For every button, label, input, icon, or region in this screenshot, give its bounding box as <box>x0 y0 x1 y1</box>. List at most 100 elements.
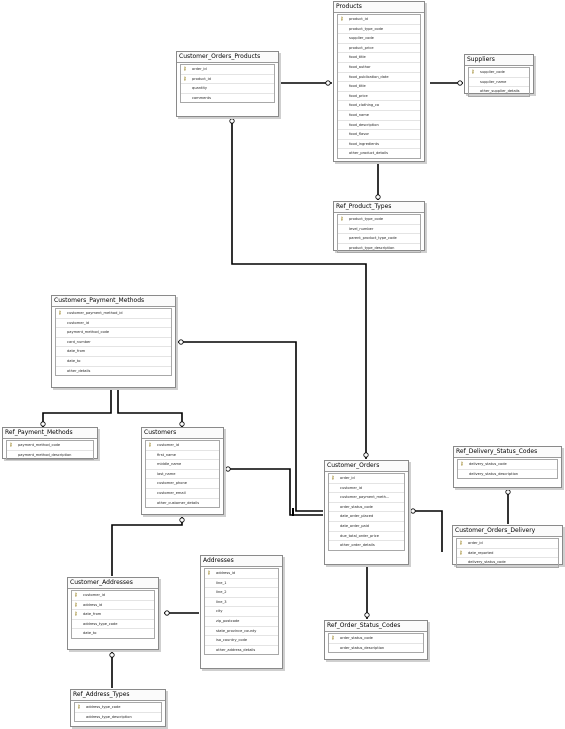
link-customers-customer-orders[interactable] <box>225 468 323 516</box>
field-row[interactable]: iso_country_code <box>205 636 278 646</box>
field-row[interactable]: order_status_description <box>329 644 423 653</box>
field-row[interactable]: food_author <box>338 63 420 73</box>
field-row[interactable]: other_details <box>56 367 171 376</box>
link-cpm-customer-orders[interactable] <box>178 341 323 512</box>
field-row[interactable]: food_publication_date <box>338 73 420 83</box>
field-row[interactable]: ⚷address_type_code <box>75 703 161 713</box>
field-row[interactable]: food_name <box>338 111 420 121</box>
field-row[interactable]: product_type_code <box>338 25 420 35</box>
table-customer-orders-delivery[interactable]: Customer_Orders_Delivery ⚷order_id⚷date_… <box>452 525 563 568</box>
field-row[interactable]: date_to <box>56 357 171 367</box>
table-ref-order-status-codes[interactable]: Ref_Order_Status_Codes ⚷order_status_cod… <box>324 620 428 660</box>
field-row[interactable]: address_type_code <box>72 620 154 630</box>
field-row[interactable]: parent_product_type_code <box>338 234 420 244</box>
field-row[interactable]: delivery_status_code <box>457 558 558 567</box>
field-row[interactable]: card_number <box>56 338 171 348</box>
field-row[interactable]: ⚷address_id <box>72 601 154 611</box>
field-row[interactable]: ⚷supplier_code <box>469 68 529 78</box>
field-row[interactable]: supplier_code <box>338 34 420 44</box>
field-row[interactable]: line_3 <box>205 598 278 608</box>
field-row[interactable]: ⚷customer_id <box>72 591 154 601</box>
field-row[interactable]: delivery_status_description <box>458 470 557 479</box>
link-cpm-ref-payment-methods[interactable] <box>42 389 112 427</box>
field-row[interactable]: due_total_order_price <box>329 532 404 542</box>
link-customer-orders-delivery[interactable] <box>410 510 443 552</box>
field-row[interactable]: ⚷product_type_code <box>338 215 420 225</box>
field-row[interactable]: customer_id <box>329 484 404 494</box>
field-row[interactable]: other_product_details <box>338 149 420 158</box>
field-row[interactable]: food_title <box>338 53 420 63</box>
field-row[interactable]: level_number <box>338 225 420 235</box>
field-row[interactable]: ⚷order_status_code <box>329 634 423 644</box>
field-row[interactable]: food_description <box>338 121 420 131</box>
field-row[interactable]: middle_name <box>146 460 219 470</box>
link-cpm-customers[interactable] <box>117 389 183 427</box>
field-row[interactable]: food_clothing_co <box>338 101 420 111</box>
field-row[interactable]: customer_id <box>56 319 171 329</box>
field-row[interactable]: address_type_description <box>75 713 161 722</box>
field-row[interactable]: ⚷delivery_status_code <box>458 460 557 470</box>
field-row[interactable]: customer_phone <box>146 479 219 489</box>
field-row[interactable]: date_order_placed <box>329 512 404 522</box>
field-row[interactable]: product_price <box>338 44 420 54</box>
field-row[interactable]: supplier_name <box>469 78 529 88</box>
field-row[interactable]: quantity <box>181 84 274 94</box>
field-row[interactable]: ⚷order_id <box>457 539 558 549</box>
field-row[interactable]: date_to <box>72 629 154 638</box>
table-customer-orders-products[interactable]: Customer_Orders_Products ⚷order_id⚷produ… <box>176 51 279 117</box>
table-title: Customer_Orders_Products <box>177 52 278 63</box>
field-row[interactable]: first_name <box>146 451 219 461</box>
field-row[interactable]: payment_method_code <box>56 328 171 338</box>
field-row[interactable]: payment_method_description <box>7 451 93 460</box>
field-row[interactable]: ⚷address_id <box>205 569 278 579</box>
field-row[interactable]: food_price <box>338 92 420 102</box>
field-row[interactable]: product_type_description <box>338 244 420 253</box>
field-row[interactable]: ⚷date_reported <box>457 549 558 559</box>
field-row[interactable]: customer_payment_meth... <box>329 493 404 503</box>
field-name: customer_phone <box>157 481 187 486</box>
field-row[interactable]: comments <box>181 94 274 103</box>
field-row[interactable]: line_1 <box>205 579 278 589</box>
field-row[interactable]: other_supplier_details <box>469 87 529 96</box>
field-row[interactable]: date_order_paid <box>329 522 404 532</box>
field-row[interactable]: other_address_details <box>205 646 278 655</box>
field-row[interactable]: ⚷payment_method_code <box>7 441 93 451</box>
field-row[interactable]: food_flavor <box>338 130 420 140</box>
field-row[interactable]: food_ingredients <box>338 140 420 150</box>
table-ref-payment-methods[interactable]: Ref_Payment_Methods ⚷payment_method_code… <box>2 427 98 461</box>
field-row[interactable]: last_name <box>146 470 219 480</box>
field-row[interactable]: customer_email <box>146 489 219 499</box>
field-row[interactable]: other_order_details <box>329 541 404 550</box>
field-row[interactable]: ⚷date_from <box>72 610 154 620</box>
field-row[interactable]: food_title <box>338 82 420 92</box>
field-row[interactable]: line_2 <box>205 588 278 598</box>
link-cop-customer-orders[interactable] <box>231 118 367 459</box>
field-row[interactable]: city <box>205 607 278 617</box>
link-customers-customer-addresses[interactable] <box>111 516 183 576</box>
table-customer-addresses[interactable]: Customer_Addresses ⚷customer_id⚷address_… <box>67 577 159 650</box>
field-row[interactable]: date_from <box>56 347 171 357</box>
table-customers-payment-methods[interactable]: Customers_Payment_Methods ⚷customer_paym… <box>51 295 176 388</box>
field-row[interactable]: ⚷customer_payment_method_id <box>56 309 171 319</box>
field-row[interactable]: zip_postcode <box>205 617 278 627</box>
field-row[interactable]: ⚷order_id <box>181 65 274 75</box>
table-ref-delivery-status-codes[interactable]: Ref_Delivery_Status_Codes ⚷delivery_stat… <box>453 446 562 488</box>
endpoint-marker <box>410 508 416 514</box>
key-icon: ⚷ <box>183 66 187 72</box>
field-row[interactable]: state_province_county <box>205 627 278 637</box>
field-row[interactable]: ⚷product_id <box>181 75 274 85</box>
field-row[interactable]: ⚷customer_id <box>146 441 219 451</box>
field-row[interactable]: order_status_code <box>329 503 404 513</box>
field-row[interactable]: ⚷order_id <box>329 474 404 484</box>
field-row[interactable]: other_customer_details <box>146 499 219 508</box>
field-row[interactable]: ⚷product_id <box>338 15 420 25</box>
endpoint-marker <box>178 339 184 345</box>
